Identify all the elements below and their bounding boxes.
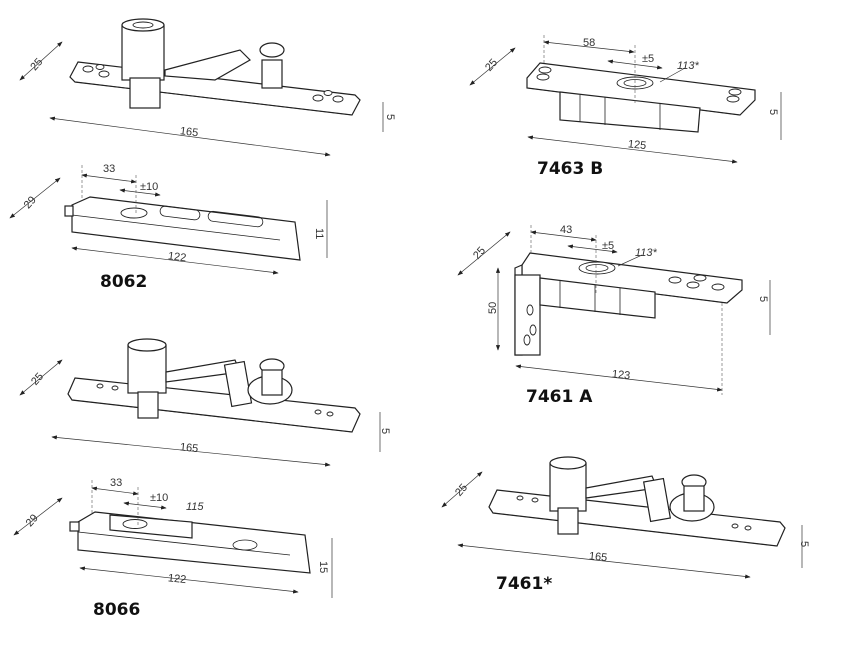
pivot-7461a: 43 ±5 113* 25 50 123 5 7461 A: [457, 224, 771, 407]
dim-adjust: ±10: [150, 492, 168, 504]
dim-length: 122: [167, 572, 187, 586]
pivot-7463b: 58 ±5 113* 25 125 5 7463 B: [469, 35, 782, 179]
pivot-cylinder: [121, 24, 165, 81]
dim-thickness: 5: [798, 541, 810, 547]
spring-screw: [261, 59, 283, 89]
dim-width: 29: [24, 512, 41, 529]
pivot-cylinder: [549, 462, 587, 512]
pivot-cylinder: [127, 344, 167, 394]
dim-adjust: ±5: [642, 53, 654, 65]
product-label: 7461*: [496, 574, 552, 594]
dim-thickness: 5: [379, 428, 391, 434]
dim-length: 165: [588, 550, 608, 564]
body: [559, 91, 701, 133]
dim-spindle: 115: [186, 501, 204, 513]
dim-height: 11: [313, 228, 325, 239]
spindle-socket: [578, 261, 616, 275]
product-label: 7461 A: [526, 387, 593, 407]
product-label: 8062: [100, 272, 147, 292]
dim-width: 25: [471, 245, 488, 262]
dim-spindle: 113*: [635, 247, 658, 259]
dim-length: 122: [167, 250, 187, 264]
dim-width: 25: [483, 57, 500, 74]
dim-offset: 33: [110, 477, 122, 489]
dim-leg: 50: [487, 302, 499, 314]
pivot-7461-star: 25 165 5 7461*: [441, 456, 810, 594]
dim-length: 165: [179, 125, 199, 139]
spindle-socket: [122, 519, 148, 529]
dim-thickness: 5: [767, 109, 779, 115]
dim-length: 125: [627, 138, 647, 152]
product-label: 8066: [93, 600, 140, 620]
dim-offset: 43: [560, 224, 572, 236]
dim-thickness: 5: [384, 114, 396, 120]
dim-length: 165: [179, 441, 199, 455]
arm: [164, 49, 251, 81]
adjust-knob: [259, 42, 285, 58]
dim-offset: 58: [583, 37, 595, 49]
base-plate: [67, 377, 361, 433]
pivot-8062: 33 ±10 29 122 11 8062: [9, 163, 328, 292]
body: [539, 277, 656, 319]
dim-offset: 33: [103, 163, 115, 175]
pivot-arm-top-left: 25 165 5: [19, 18, 396, 157]
pivot-8066: 33 ±10 115 29 122 15 8066: [13, 477, 333, 620]
dim-thickness: 5: [757, 296, 769, 302]
dim-adjust: ±10: [140, 181, 158, 193]
dim-adjust: ±5: [602, 240, 614, 252]
pivot-arm-middle-left: 25 165 5: [19, 338, 391, 467]
product-label: 7463 B: [537, 159, 603, 179]
dim-height: 15: [317, 561, 329, 573]
dim-spindle: 113*: [677, 60, 700, 72]
spindle-socket: [120, 207, 148, 219]
dim-length: 123: [611, 368, 631, 382]
